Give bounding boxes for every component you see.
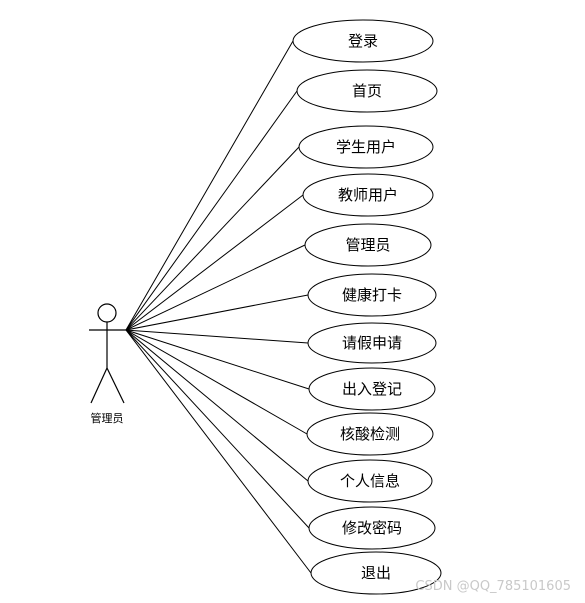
use-case-change-password: 修改密码 [308, 506, 436, 550]
use-case-ellipse-change-password [308, 506, 436, 550]
actor-head [97, 303, 117, 323]
use-case-ellipse-student-users [298, 125, 434, 169]
use-case-ellipse-health-checkin [307, 273, 437, 317]
use-case-nucleic-acid-test: 核酸检测 [306, 412, 434, 456]
association-line-health-checkin [125, 294, 309, 331]
use-case-leave-request: 请假申请 [307, 322, 437, 364]
use-case-personal-info: 个人信息 [307, 459, 433, 503]
use-case-ellipse-login [292, 19, 434, 63]
association-line-nucleic-acid-test [125, 329, 308, 435]
association-line-change-password [125, 329, 310, 529]
use-case-ellipse-logout [310, 551, 442, 595]
association-line-admin [125, 244, 306, 331]
use-case-ellipse-teacher-users [302, 173, 434, 217]
use-case-label-health-checkin: 健康打卡 [342, 286, 402, 304]
use-case-group: 登录首页学生用户教师用户管理员健康打卡请假申请出入登记核酸检测个人信息修改密码退… [292, 19, 442, 595]
use-case-label-home: 首页 [352, 82, 382, 100]
use-case-label-teacher-users: 教师用户 [338, 186, 398, 204]
association-lines [125, 40, 312, 574]
association-line-login [125, 40, 294, 331]
use-case-ellipse-nucleic-acid-test [306, 412, 434, 456]
use-case-label-logout: 退出 [361, 564, 391, 582]
use-case-login: 登录 [292, 19, 434, 63]
use-case-label-student-users: 学生用户 [336, 138, 396, 156]
association-line-student-users [125, 146, 300, 331]
association-line-teacher-users [125, 194, 304, 331]
actor-right-leg [106, 367, 125, 404]
use-case-ellipse-entry-exit-registration [308, 367, 436, 411]
use-case-ellipse-admin [304, 223, 432, 267]
use-case-student-users: 学生用户 [298, 125, 434, 169]
use-case-ellipse-leave-request [307, 322, 437, 364]
actor-label: 管理员 [91, 411, 124, 425]
association-line-personal-info [125, 329, 309, 482]
use-case-ellipse-home [296, 69, 438, 113]
association-line-entry-exit-registration [125, 329, 310, 390]
use-case-label-personal-info: 个人信息 [340, 472, 400, 490]
association-line-leave-request [125, 329, 309, 344]
watermark: CSDN @QQ_785101605 [415, 579, 571, 594]
association-line-logout [125, 329, 312, 574]
use-case-label-entry-exit-registration: 出入登记 [342, 380, 402, 398]
use-case-label-leave-request: 请假申请 [342, 334, 402, 352]
use-case-label-change-password: 修改密码 [342, 519, 402, 537]
use-case-health-checkin: 健康打卡 [307, 273, 437, 317]
use-case-teacher-users: 教师用户 [302, 173, 434, 217]
use-case-label-login: 登录 [348, 32, 378, 50]
use-case-ellipse-personal-info [307, 459, 433, 503]
association-line-home [125, 90, 298, 331]
use-case-entry-exit-registration: 出入登记 [308, 367, 436, 411]
use-case-home: 首页 [296, 69, 438, 113]
use-case-label-admin: 管理员 [345, 236, 390, 254]
use-case-admin: 管理员 [304, 223, 432, 267]
use-case-logout: 退出 [310, 551, 442, 595]
use-case-label-nucleic-acid-test: 核酸检测 [340, 425, 400, 443]
actor-left-leg [90, 367, 108, 404]
actor-stick-figure: 管理员 [89, 303, 126, 425]
